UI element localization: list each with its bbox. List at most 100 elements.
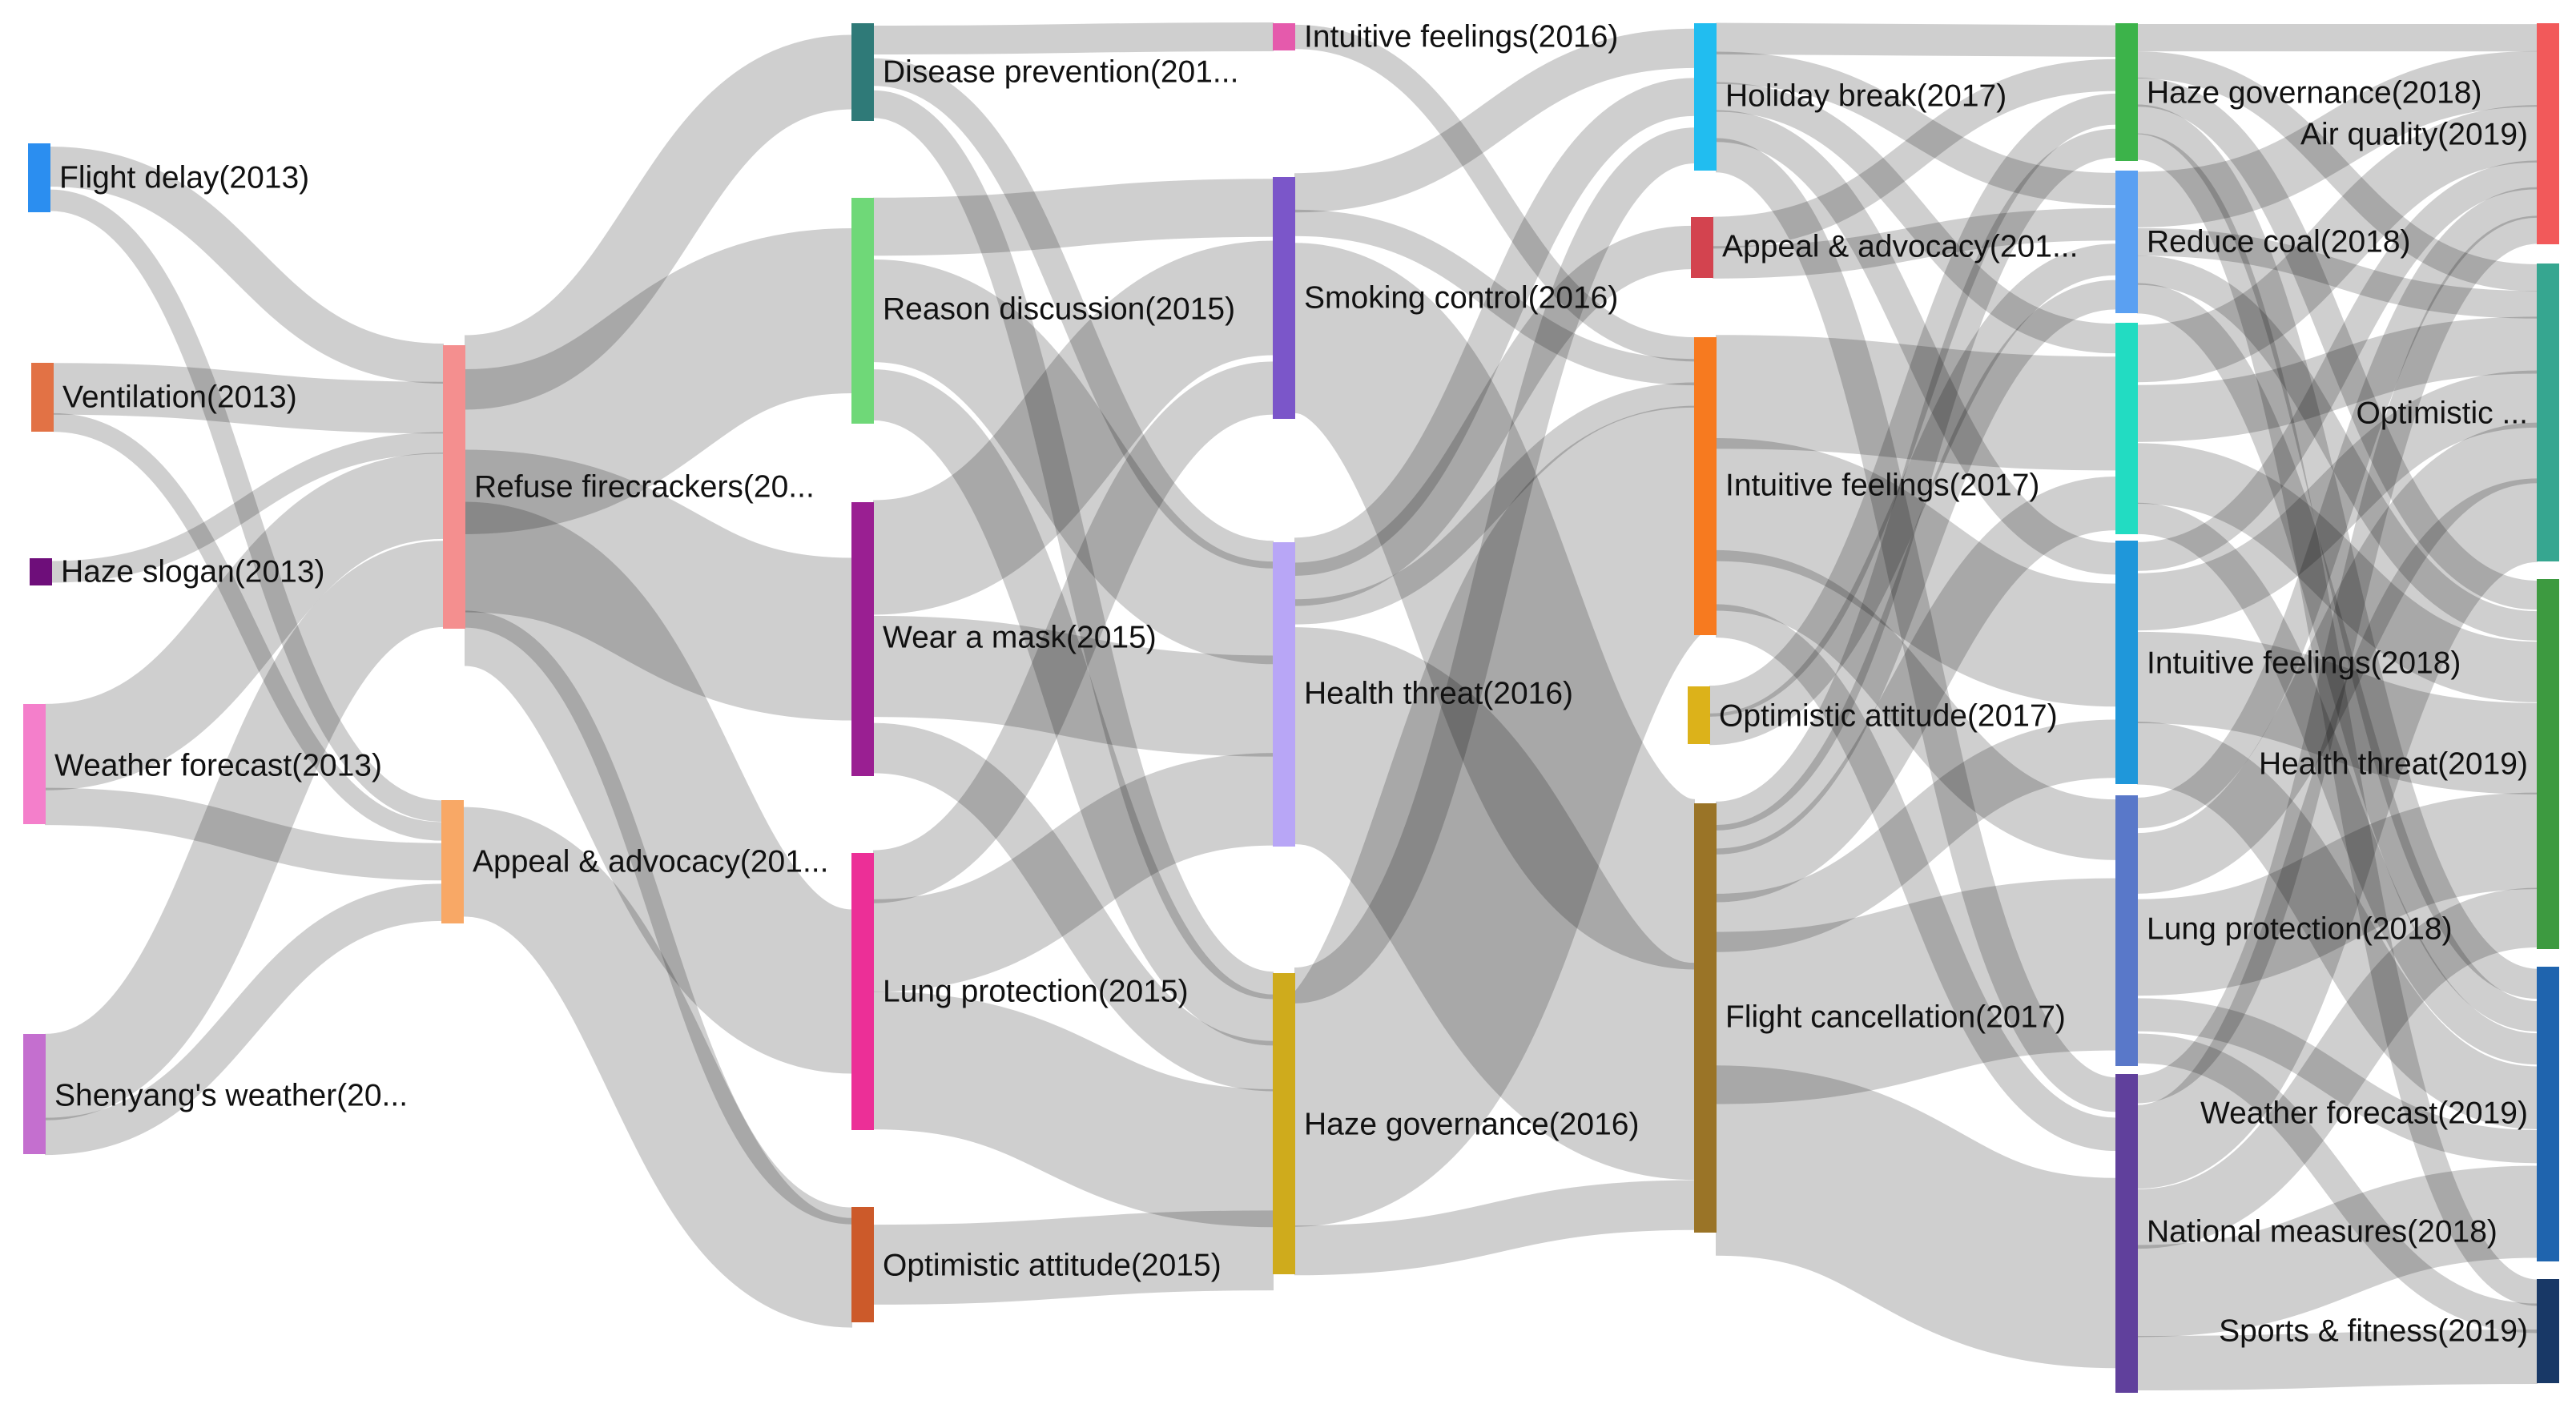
sankey-link <box>1712 58 2117 249</box>
sankey-node-label: Lung protection(2018) <box>2147 911 2453 946</box>
sankey-node-label: Lung protection(2015) <box>883 974 1189 1008</box>
sankey-link <box>871 361 1275 903</box>
sankey-node[interactable] <box>31 363 54 432</box>
sankey-node[interactable] <box>2115 795 2138 1066</box>
sankey-link <box>1715 878 2117 1104</box>
sankey-link <box>2136 187 2538 829</box>
sankey-node[interactable] <box>2115 1074 2138 1393</box>
sankey-link <box>872 58 1274 569</box>
sankey-node-label: Holiday break(2017) <box>1725 78 2006 113</box>
sankey-link <box>1294 78 1696 576</box>
sankey-node[interactable] <box>851 1207 874 1322</box>
sankey-link <box>871 991 1275 1228</box>
sankey-nodes <box>23 23 2559 1393</box>
sankey-node[interactable] <box>1694 23 1717 171</box>
sankey-link <box>463 34 854 410</box>
sankey-node[interactable] <box>2115 541 2138 784</box>
sankey-link <box>2135 887 2539 1249</box>
sankey-link <box>459 501 858 1074</box>
sankey-node-label: Health threat(2016) <box>1304 676 1573 710</box>
sankey-node-label: Smoking control(2016) <box>1304 280 1618 315</box>
sankey-node[interactable] <box>2537 1279 2559 1383</box>
sankey-link <box>1294 225 1693 606</box>
sankey-link <box>872 1210 1274 1305</box>
sankey-node-label: Intuitive feelings(2017) <box>1725 468 2039 502</box>
sankey-node[interactable] <box>851 198 874 424</box>
sankey-node-label: Ventilation(2013) <box>62 380 297 414</box>
sankey-node[interactable] <box>28 143 50 212</box>
sankey-node[interactable] <box>2537 967 2559 1261</box>
sankey-node-label: Health threat(2019) <box>2259 746 2528 781</box>
sankey-link <box>1715 22 2117 57</box>
sankey-node[interactable] <box>851 853 874 1130</box>
sankey-node[interactable] <box>23 704 46 824</box>
sankey-node-label: Appeal & advocacy(201... <box>473 844 828 879</box>
sankey-node-label: Wear a mask(2015) <box>883 620 1157 654</box>
sankey-link <box>1715 280 2117 855</box>
sankey-node[interactable] <box>443 345 465 629</box>
sankey-node[interactable] <box>23 1034 46 1154</box>
sankey-link <box>42 541 447 1120</box>
sankey-node-label: Reduce coal(2018) <box>2147 224 2411 259</box>
sankey-node-label: Optimistic ... <box>2356 396 2528 430</box>
sankey-node[interactable] <box>851 23 874 121</box>
sankey-node-label: Optimistic attitude(2015) <box>883 1248 1222 1282</box>
sankey-node[interactable] <box>1691 217 1713 278</box>
sankey-link <box>871 240 1276 615</box>
sankey-link <box>1709 93 2117 717</box>
sankey-link <box>1294 24 1696 362</box>
sankey-node-label: Haze governance(2016) <box>1304 1107 1639 1141</box>
sankey-node-label: Haze slogan(2013) <box>61 554 325 589</box>
sankey-link <box>460 807 855 1328</box>
sankey-link <box>52 363 445 434</box>
sankey-node[interactable] <box>441 800 464 923</box>
sankey-links <box>42 22 2541 1390</box>
sankey-node-label: Flight cancellation(2017) <box>1725 1000 2066 1034</box>
sankey-link <box>1715 128 2117 831</box>
sankey-node-label: Weather forecast(2019) <box>2200 1096 2528 1130</box>
sankey-link <box>2136 160 2538 571</box>
sankey-node-label: Weather forecast(2013) <box>54 748 382 782</box>
sankey-link <box>1279 405 1710 1227</box>
sankey-node-label: Refuse firecrackers(20... <box>474 469 815 504</box>
sankey-node-label: Optimistic attitude(2017) <box>1719 698 2058 733</box>
sankey-link <box>1715 719 2117 952</box>
sankey-labels: Flight delay(2013) Ventilation(2013) Haze … <box>54 19 2528 1348</box>
sankey-node[interactable] <box>2537 579 2559 949</box>
sankey-link <box>1714 477 2118 903</box>
sankey-link <box>2136 50 2538 227</box>
sankey-node[interactable] <box>2115 171 2138 313</box>
sankey-node-label: Air quality(2019) <box>2300 117 2528 151</box>
sankey-node[interactable] <box>1694 337 1717 635</box>
sankey-node-label: Flight delay(2013) <box>59 160 309 195</box>
sankey-link <box>1294 28 1696 213</box>
sankey-node[interactable] <box>2115 323 2138 534</box>
sankey-link <box>462 228 855 534</box>
sankey-node-label: National measures(2018) <box>2147 1214 2498 1249</box>
sankey-node[interactable] <box>1273 23 1295 50</box>
sankey-node[interactable] <box>1273 973 1295 1274</box>
sankey-node[interactable] <box>2537 264 2559 561</box>
sankey-link <box>1712 207 2117 279</box>
sankey-node[interactable] <box>1273 177 1295 419</box>
sankey-node-label: Sports & fitness(2019) <box>2219 1313 2528 1348</box>
sankey-node[interactable] <box>1273 542 1295 847</box>
sankey-node[interactable] <box>1694 803 1717 1233</box>
sankey-node-label: Shenyang's weather(20... <box>54 1078 408 1112</box>
sankey-node[interactable] <box>2115 23 2138 161</box>
sankey-link <box>2136 1330 2538 1390</box>
sankey-link <box>872 753 1274 992</box>
sankey-link <box>50 432 445 583</box>
sankey-link <box>2136 1165 2538 1338</box>
sankey-link <box>2136 105 2538 383</box>
sankey-node[interactable] <box>30 558 52 585</box>
sankey-link <box>1714 1065 2118 1369</box>
sankey-link <box>872 22 1274 54</box>
sankey-node[interactable] <box>1688 686 1710 744</box>
sankey-node[interactable] <box>2537 23 2559 244</box>
sankey-link <box>49 147 445 384</box>
sankey-node[interactable] <box>851 502 874 776</box>
sankey-node-label: Intuitive feelings(2016) <box>1304 19 1618 54</box>
sankey-link <box>44 883 443 1156</box>
